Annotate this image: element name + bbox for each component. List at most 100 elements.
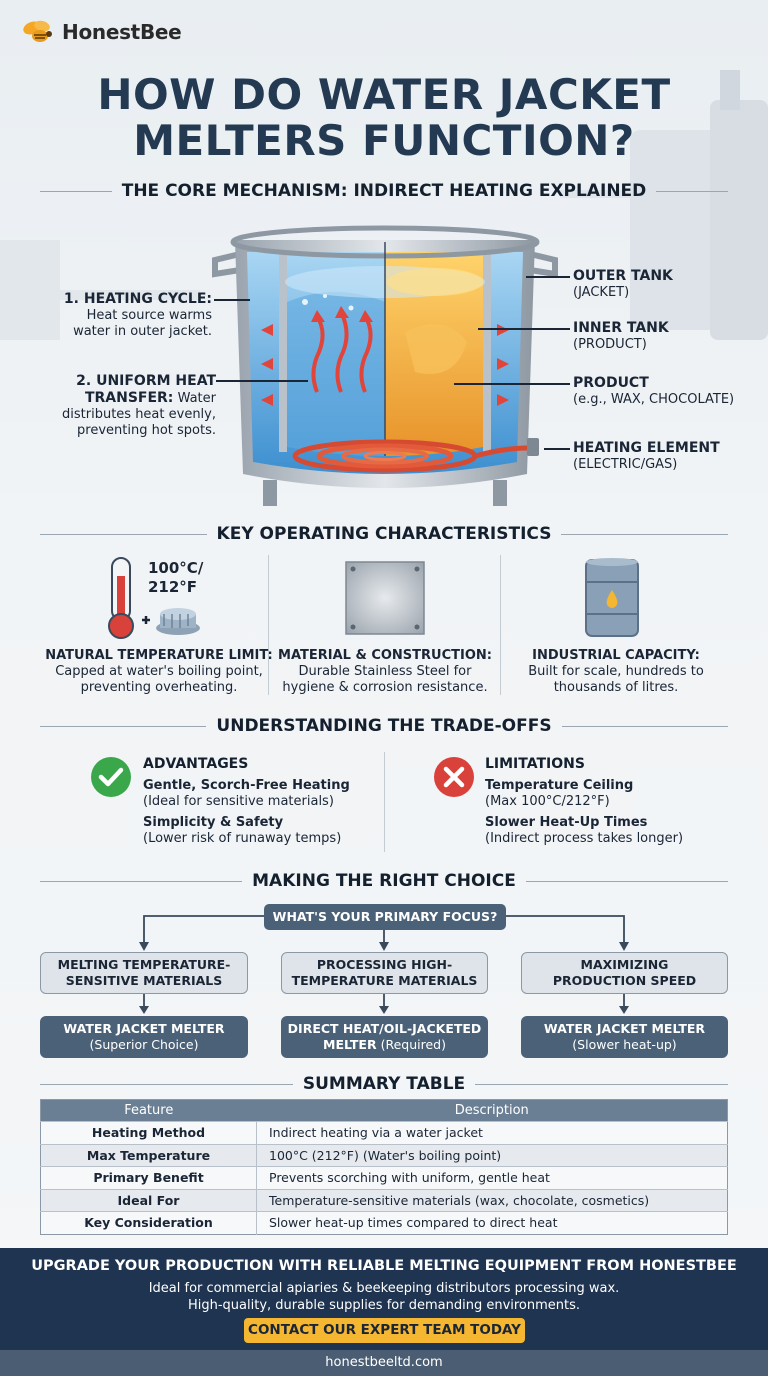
label-sub: (ELECTRIC/GAS) (573, 457, 678, 472)
char-title: MATERIAL & CONSTRUCTION: (278, 648, 492, 663)
rule (475, 1083, 729, 1085)
advantage-sub: (Ideal for sensitive materials) (143, 794, 334, 809)
result-connectors (139, 994, 629, 1014)
advantage-title: Simplicity & Safety (143, 815, 284, 830)
choice-heading: MAKING THE RIGHT CHOICE (40, 871, 728, 891)
label-sub: (e.g., WAX, CHOCOLATE) (573, 392, 735, 407)
advantages-list: ADVANTAGES Gentle, Scorch-Free Heating (… (143, 756, 373, 847)
result-title: WATER JACKET MELTER (543, 1021, 706, 1036)
option-temperature-sensitive[interactable]: MELTING TEMPERATURE-SENSITIVE MATERIALS (40, 952, 248, 994)
limitation-sub: (Max 100°C/212°F) (485, 794, 610, 809)
cell-description: 100°C (212°F) (Water's boiling point) (256, 1143, 728, 1167)
machine-background (0, 240, 200, 340)
label-title: HEATING ELEMENT (573, 440, 720, 456)
cell-feature: Max Temperature (40, 1143, 257, 1167)
brand-name: HonestBee (62, 20, 182, 44)
rule (40, 533, 207, 535)
cell-feature: Key Consideration (40, 1211, 257, 1234)
char-desc: hygiene & corrosion resistance. (282, 680, 488, 695)
label-inner-tank: INNER TANK (PRODUCT) (573, 320, 669, 353)
cell-feature: Heating Method (40, 1121, 257, 1144)
summary-heading: SUMMARY TABLE (40, 1074, 729, 1094)
advantage-item: Simplicity & Safety (Lower risk of runaw… (143, 815, 373, 847)
result-title: DIRECT HEAT/OIL-JACKETED (287, 1021, 482, 1036)
limitation-item: Temperature Ceiling (Max 100°C/212°F) (485, 778, 725, 810)
cell-description: Indirect heating via a water jacket (256, 1121, 728, 1144)
website-link[interactable]: honestbeeltd.com (325, 1355, 443, 1370)
rule (525, 880, 728, 882)
characteristics-heading: KEY OPERATING CHARACTERISTICS (40, 524, 728, 544)
label-desc: preventing hot spots. (77, 423, 216, 438)
option-line: PRODUCTION SPEED (552, 973, 697, 988)
label-title: PRODUCT (573, 375, 649, 391)
result-sub: (Required) (380, 1037, 446, 1052)
cell-description: Prevents scorching with uniform, gentle … (256, 1166, 728, 1189)
rule (656, 190, 728, 192)
char-title: INDUSTRIAL CAPACITY: (532, 648, 700, 663)
limitations-list: LIMITATIONS Temperature Ceiling (Max 100… (485, 756, 725, 847)
steel-plate-icon (345, 561, 425, 635)
label-title: 1. HEATING CYCLE: (63, 291, 212, 307)
label-heating-element: HEATING ELEMENT (ELECTRIC/GAS) (573, 440, 720, 473)
char-desc: thousands of litres. (553, 680, 679, 695)
temp-celsius: 100°C/ (148, 559, 204, 577)
column-header: Description (256, 1099, 728, 1122)
option-line: PROCESSING HIGH- (316, 957, 453, 972)
char-title: NATURAL TEMPERATURE LIMIT: (45, 648, 273, 663)
temp-label: 100°C/ 212°F (148, 559, 203, 597)
label-desc: distributes heat evenly, (62, 407, 216, 422)
result-title-cont: MELTER (323, 1037, 377, 1052)
mechanism-heading-text: THE CORE MECHANISM: INDIRECT HEATING EXP… (121, 181, 647, 201)
rule (40, 190, 112, 192)
advantage-item: Gentle, Scorch-Free Heating (Ideal for s… (143, 778, 373, 810)
leader-line (526, 276, 570, 278)
limitation-sub: (Indirect process takes longer) (485, 831, 684, 846)
thermometer-icon (108, 557, 200, 639)
result-water-jacket: WATER JACKET MELTER (Superior Choice) (40, 1016, 248, 1058)
option-line: MAXIMIZING (580, 957, 669, 972)
check-icon (91, 757, 131, 797)
label-title: INNER TANK (573, 320, 669, 336)
char-temperature-limit: NATURAL TEMPERATURE LIMIT: Capped at wat… (40, 648, 278, 696)
label-desc: water in outer jacket. (73, 324, 212, 339)
rule (561, 533, 728, 535)
footer-line: High-quality, durable supplies for deman… (187, 1298, 581, 1313)
limitation-item: Slower Heat-Up Times (Indirect process t… (485, 815, 725, 847)
result-sub: (Slower heat-up) (572, 1037, 677, 1052)
cell-feature: Ideal For (40, 1188, 257, 1212)
char-material: MATERIAL & CONSTRUCTION: Durable Stainle… (272, 648, 498, 696)
label-desc: Heat source warms (86, 308, 212, 323)
focus-question: WHAT'S YOUR PRIMARY FOCUS? (264, 904, 506, 930)
char-desc: Built for scale, hundreds to (528, 664, 704, 679)
leader-line (454, 383, 570, 385)
url-bar (0, 1350, 768, 1376)
divider (268, 555, 269, 695)
choice-heading-text: MAKING THE RIGHT CHOICE (252, 871, 516, 891)
char-desc: preventing overheating. (80, 680, 238, 695)
title-line-2: MELTERS FUNCTION? (133, 116, 635, 165)
label-title: 2. UNIFORM HEAT (76, 373, 216, 389)
contact-button[interactable]: CONTACT OUR EXPERT TEAM TODAY (244, 1318, 525, 1343)
result-title: WATER JACKET MELTER (63, 1021, 225, 1036)
label-uniform-heat: 2. UNIFORM HEAT TRANSFER: Water distribu… (56, 373, 216, 439)
rule (40, 725, 207, 727)
advantages-title: ADVANTAGES (143, 756, 249, 772)
cell-description: Slower heat-up times compared to direct … (256, 1211, 728, 1234)
melter-diagram (212, 225, 558, 506)
cell-description: Temperature-sensitive materials (wax, ch… (256, 1188, 728, 1212)
footer-description: Ideal for commercial apiaries & beekeepi… (0, 1280, 768, 1314)
divider (500, 555, 501, 695)
factory-background (560, 70, 768, 340)
brand-logo[interactable]: HonestBee (22, 18, 182, 46)
option-high-temperature[interactable]: PROCESSING HIGH-TEMPERATURE MATERIALS (281, 952, 488, 994)
result-direct-heat: DIRECT HEAT/OIL-JACKETED MELTER (Require… (281, 1016, 488, 1058)
rule (40, 1083, 293, 1085)
option-line: MELTING TEMPERATURE- (57, 957, 231, 972)
